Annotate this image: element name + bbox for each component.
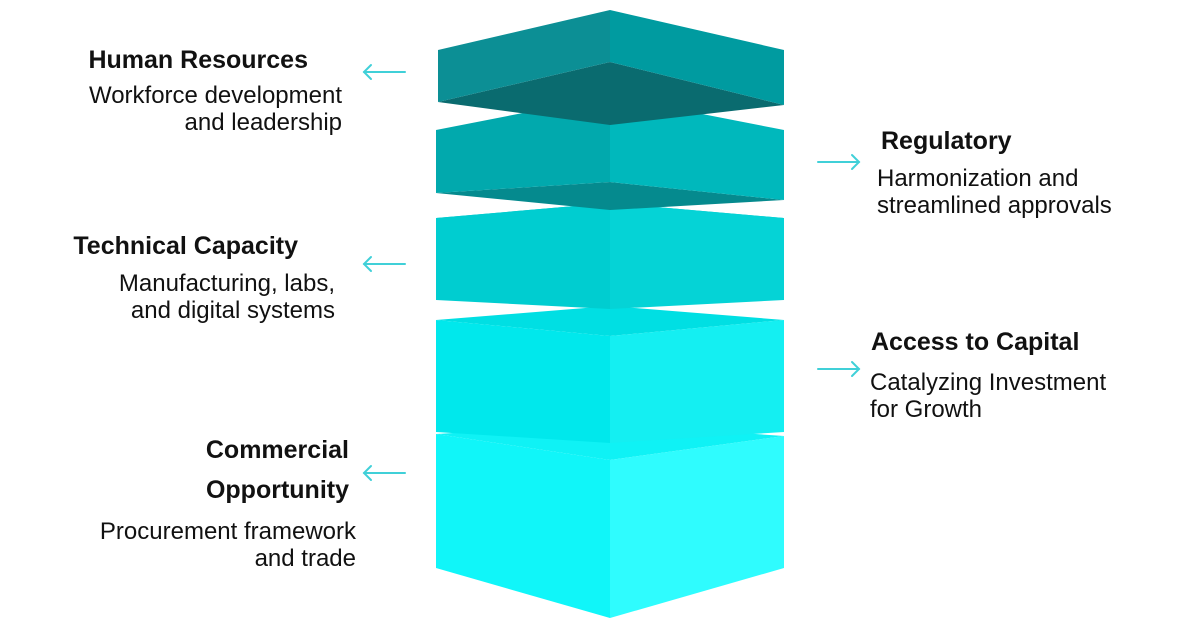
pillar-access-to-capital: Access to Capital Catalyzing Investment … <box>870 324 1182 423</box>
pillar-title: Commercial Opportunity <box>205 436 349 504</box>
pillar-description: Manufacturing, labs, and digital systems <box>118 270 335 324</box>
arrow-right-icon <box>817 154 861 170</box>
stack-tier-access-to-capital <box>436 306 784 443</box>
pillar-description: Workforce development and leadership <box>88 82 342 136</box>
pillar-description: Harmonization and streamlined approvals <box>877 165 1112 219</box>
pillar-technical-capacity: Technical Capacity Manufacturing, labs, … <box>0 228 335 324</box>
arrow-left-icon <box>362 256 406 272</box>
pillar-commercial-opportunity: Commercial Opportunity Procurement frame… <box>8 430 356 572</box>
pillar-title: Regulatory <box>881 127 1012 155</box>
stack-tier-regulatory <box>436 96 784 210</box>
pillar-title: Technical Capacity <box>73 232 298 260</box>
pillar-description: Catalyzing Investment for Growth <box>870 369 1107 423</box>
arrow-left-icon <box>362 64 406 80</box>
arrow-right-icon <box>817 361 861 377</box>
stack-tier-technical-capacity <box>436 203 784 309</box>
arrow-left-icon <box>362 465 406 481</box>
stack-tier-human-resources <box>438 10 784 125</box>
pillar-title: Access to Capital <box>871 328 1080 356</box>
pillar-regulatory: Regulatory Harmonization and streamlined… <box>877 123 1182 219</box>
pillar-title: Human Resources <box>88 46 308 74</box>
stack-tier-commercial-opportunity <box>436 424 784 618</box>
pillar-human-resources: Human Resources Workforce development an… <box>0 42 342 136</box>
pillar-description: Procurement framework and trade <box>99 518 356 572</box>
